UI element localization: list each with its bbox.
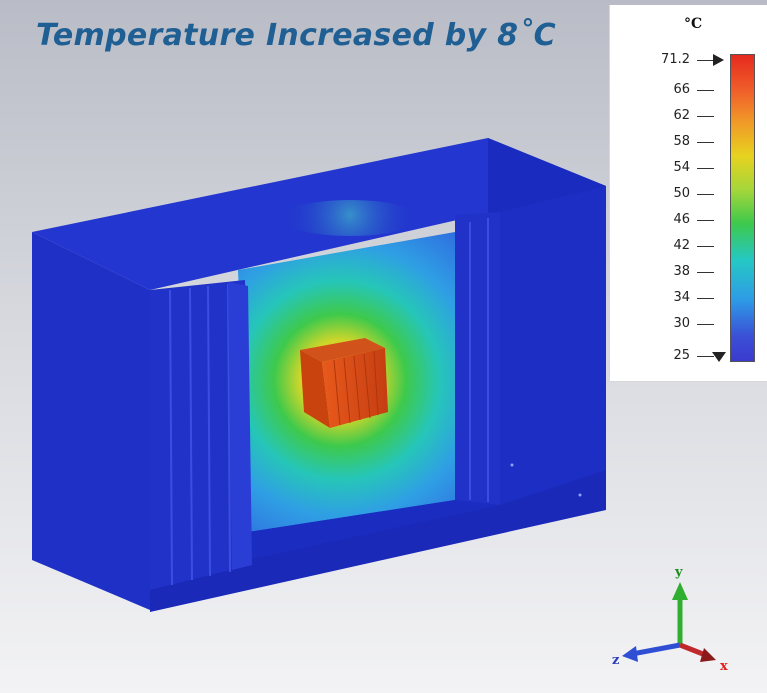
max-arrow-icon (713, 54, 724, 66)
legend-tick: 46 (610, 212, 760, 228)
legend-tick: 66 (610, 82, 760, 98)
legend-tick: 62 (610, 108, 760, 124)
legend-tick-min: 25 (610, 348, 760, 364)
legend-color-bar (730, 54, 755, 362)
legend-tick: 30 (610, 316, 760, 332)
heat-source-top (300, 338, 385, 362)
min-arrow-icon (712, 352, 726, 362)
page-title: Temperature Increased by 8˚C (36, 18, 556, 53)
legend-tick-max: 71.2 (610, 52, 760, 68)
legend-max-label: 71.2 (661, 52, 690, 67)
top-hotspot (280, 200, 420, 236)
axis-triad-icon: y z x (612, 565, 728, 674)
legend-min-label: 25 (673, 348, 690, 363)
right-inner-panel (455, 212, 500, 505)
legend-tick: 38 (610, 264, 760, 280)
color-legend: °C 71.2 66 62 58 54 50 46 42 38 34 30 25 (609, 5, 767, 382)
legend-tick: 50 (610, 186, 760, 202)
z-axis-label: z (612, 653, 619, 668)
y-axis-label: y (674, 565, 683, 580)
heat-source-front (300, 350, 330, 428)
legend-unit: °C (684, 16, 703, 32)
inner-floor (248, 500, 500, 560)
legend-tick: 58 (610, 134, 760, 150)
legend-tick: 54 (610, 160, 760, 176)
legend-tick: 34 (610, 290, 760, 306)
enclosure-left-wall (32, 232, 150, 610)
left-inner-panel (150, 280, 250, 590)
legend-tick: 42 (610, 238, 760, 254)
axis-triad[interactable]: y z x (600, 560, 760, 680)
x-axis-label: x (720, 659, 728, 674)
